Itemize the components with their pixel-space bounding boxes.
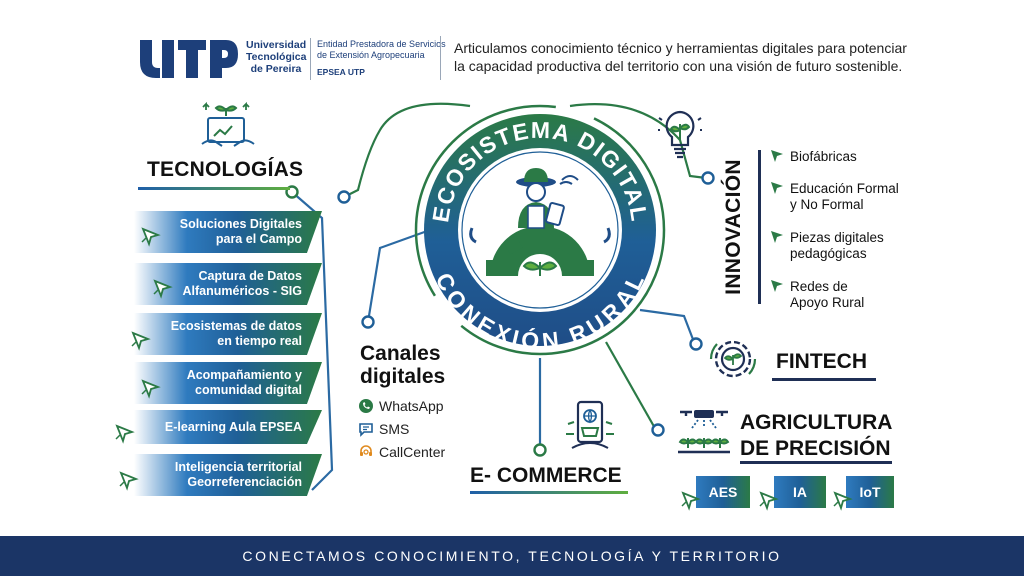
entity-code: EPSEA UTP — [317, 67, 365, 77]
cursor-icon — [771, 280, 783, 292]
innov-item-piezas: Piezas digitales pedagógicas — [770, 230, 884, 262]
tech-band — [134, 263, 322, 305]
cursor-icon — [833, 491, 853, 511]
innov-item-label: Redes de Apoyo Rural — [790, 279, 865, 310]
ecosistema-digital-emblem: ECOSISTEMA DIGITAL CONEXIÓN RURAL — [414, 104, 666, 356]
cursor-icon — [141, 227, 161, 247]
channel-label: WhatsApp — [379, 398, 444, 414]
tech-band — [134, 211, 322, 253]
tag-iot: IoT — [846, 476, 894, 508]
cursor-icon — [153, 279, 173, 299]
header-divider — [310, 38, 311, 80]
tech-item-elearning: E-learning Aula EPSEA — [120, 410, 322, 444]
cursor-icon — [119, 471, 139, 491]
channel-label: CallCenter — [379, 444, 446, 460]
cursor-icon — [115, 424, 135, 444]
tech-item-label: Ecosistemas de datos en tiempo real — [170, 319, 302, 348]
tech-item-acompanamiento: Acompañamiento y comunidad digital — [120, 362, 322, 404]
sms-icon — [359, 423, 373, 437]
innov-item-redes: Redes de Apoyo Rural — [770, 279, 864, 311]
agricultura-underline — [740, 461, 892, 464]
tech-item-label: E-learning Aula EPSEA — [164, 419, 302, 434]
utp-logo — [140, 40, 238, 78]
university-name: Universidad Tecnológica de Pereira — [246, 39, 307, 75]
gear-icon — [486, 226, 594, 298]
mobile-shop-icon — [566, 400, 614, 449]
tech-item-label: Soluciones Digitales para el Campo — [179, 217, 302, 246]
digital-farming-icon — [201, 101, 255, 147]
tech-item-inteligencia: Inteligencia territorial Georreferenciac… — [120, 454, 322, 496]
lightbulb-icon — [658, 110, 702, 159]
tech-band — [134, 362, 322, 404]
cursor-icon — [141, 379, 161, 399]
footer-text: CONECTAMOS CONOCIMIENTO, TECNOLOGÍA Y TE… — [242, 548, 782, 564]
channel-callcenter: CallCenter — [358, 444, 445, 460]
innovacion-title-box: INNOVACIÓN — [716, 152, 752, 302]
tech-item-label: Captura de Datos Alfanuméricos - SIG — [182, 269, 302, 298]
innov-item-educacion: Educación Formal y No Formal — [770, 181, 899, 213]
tech-item-ecosistemas: Ecosistemas de datos en tiempo real — [120, 313, 322, 355]
cursor-icon — [131, 331, 151, 351]
tagline: Articulamos conocimiento técnico y herra… — [454, 40, 907, 74]
cursor-icon — [759, 491, 779, 511]
farmer-icon — [516, 168, 579, 229]
tecnologias-underline — [138, 187, 290, 190]
tech-band — [134, 454, 322, 496]
channel-whatsapp: WhatsApp — [358, 398, 444, 414]
fintech-title: FINTECH — [776, 350, 867, 373]
agricultura-title: AGRICULTURA DE PRECISIÓN — [740, 411, 893, 460]
tag-label: IoT — [859, 484, 881, 500]
tag-label: IA — [793, 484, 807, 500]
fintech-underline — [772, 378, 876, 381]
tag-label: AES — [708, 484, 738, 500]
cursor-icon — [771, 150, 783, 162]
tech-item-label: Inteligencia territorial Georreferenciac… — [174, 460, 302, 489]
drone-icon — [678, 410, 730, 454]
canales-title: Canales digitales — [360, 342, 446, 388]
innov-item-biofabricas: Biofábricas — [770, 149, 857, 165]
header-divider-2 — [440, 36, 441, 80]
ecommerce-underline — [470, 491, 628, 494]
tag-ia: IA — [774, 476, 826, 508]
headset-icon — [360, 445, 372, 456]
tech-item-captura: Captura de Datos Alfanuméricos - SIG — [120, 263, 322, 305]
channel-label: SMS — [379, 421, 410, 437]
cursor-icon — [681, 491, 701, 511]
innovacion-bar — [758, 150, 761, 304]
innov-item-label: Educación Formal y No Formal — [790, 181, 899, 212]
tech-band — [134, 313, 322, 355]
innov-item-label: Biofábricas — [790, 149, 857, 164]
footer-banner: CONECTAMOS CONOCIMIENTO, TECNOLOGÍA Y TE… — [0, 536, 1024, 576]
entity-name: Entidad Prestadora de Servicios de Exten… — [317, 39, 446, 60]
innov-item-label: Piezas digitales pedagógicas — [790, 230, 884, 261]
tech-band — [134, 410, 322, 444]
innovacion-title: INNOVACIÓN — [722, 159, 745, 295]
tech-item-label: Acompañamiento y comunidad digital — [186, 368, 302, 397]
channel-sms: SMS — [358, 421, 409, 437]
cursor-icon — [771, 182, 783, 194]
fintech-gear-icon — [709, 340, 757, 378]
ecommerce-title: E- COMMERCE — [470, 464, 622, 487]
tecnologias-title: TECNOLOGÍAS — [147, 158, 304, 181]
tech-item-soluciones: Soluciones Digitales para el Campo — [120, 211, 322, 253]
tag-aes: AES — [696, 476, 750, 508]
cursor-icon — [771, 231, 783, 243]
whatsapp-icon — [359, 399, 373, 413]
